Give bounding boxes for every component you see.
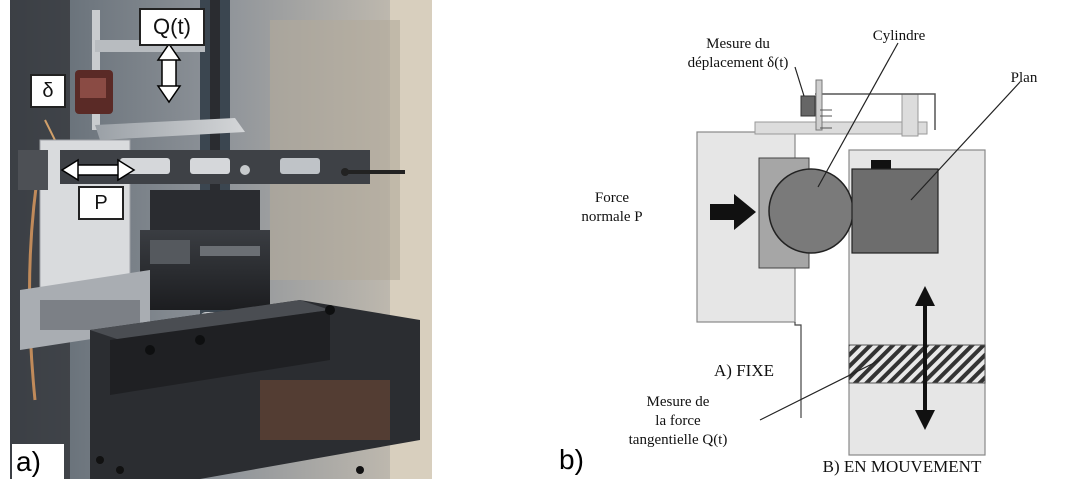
mouvement-label: B) EN MOUVEMENT — [823, 457, 982, 476]
schematic-panel: b) — [500, 0, 1067, 479]
force-sensor — [848, 344, 986, 384]
p-callout: P — [78, 186, 124, 220]
delta-label: δ — [42, 80, 54, 102]
p-arrow — [60, 158, 136, 182]
cylinder — [768, 168, 854, 254]
plane-block — [851, 168, 939, 254]
normal-force-arrow — [710, 194, 756, 230]
force-normale-line2: normale P — [581, 209, 642, 225]
mesure-deplacement-line1: Mesure du — [706, 36, 770, 52]
delta-callout: δ — [30, 74, 66, 108]
q-callout: Q(t) — [139, 8, 205, 46]
mesure-force-line3: tangentielle Q(t) — [629, 432, 728, 448]
q-label: Q(t) — [153, 14, 191, 39]
cylindre-label: Cylindre — [873, 28, 926, 44]
schematic-diagram: Mesure du déplacement δ(t) Cylindre Plan… — [581, 28, 1038, 476]
fixe-label: A) FIXE — [714, 361, 774, 380]
motion-arrow — [915, 286, 935, 430]
panel-a-letter: a) — [12, 444, 64, 479]
q-arrow — [156, 42, 182, 104]
panel-b-letter: b) — [559, 442, 599, 477]
photo-panel: Q(t) δ P a) — [0, 0, 432, 479]
force-normale-line1: Force — [595, 190, 629, 206]
p-label: P — [94, 192, 108, 214]
plan-label: Plan — [1011, 70, 1038, 86]
test-rig-photo — [10, 0, 432, 479]
mesure-force-line2: la force — [655, 413, 701, 429]
displacement-sensor — [800, 95, 816, 117]
mesure-deplacement-line2: déplacement δ(t) — [688, 55, 789, 71]
mesure-force-line1: Mesure de — [647, 394, 710, 410]
